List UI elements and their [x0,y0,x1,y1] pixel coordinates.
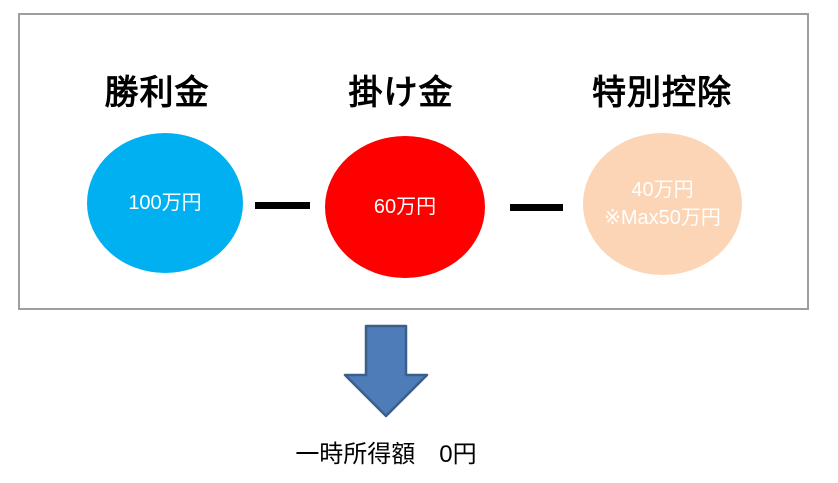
down-arrow-icon [343,324,429,418]
special-deduction-title: 特別控除 [592,74,732,112]
minus-operator-icon [255,202,310,209]
stake-title: 掛け金 [348,74,454,112]
special-deduction-note: ※Max50万円 [604,207,721,229]
winnings-value: 100万円 [128,192,202,214]
special-deduction-value: 40万円 [631,179,694,201]
formula-box: 勝利金 掛け金 特別控除 100万円 60万円 40万円 ※Max50万円 [18,13,809,310]
result-label: 一時所得額 0円 [295,441,477,468]
minus-operator-icon [510,204,563,211]
stake-circle: 60万円 [325,136,485,278]
stake-value: 60万円 [373,196,437,218]
winnings-circle: 100万円 [87,133,243,273]
winnings-title: 勝利金 [104,74,210,112]
special-deduction-circle: 40万円 ※Max50万円 [583,133,742,275]
